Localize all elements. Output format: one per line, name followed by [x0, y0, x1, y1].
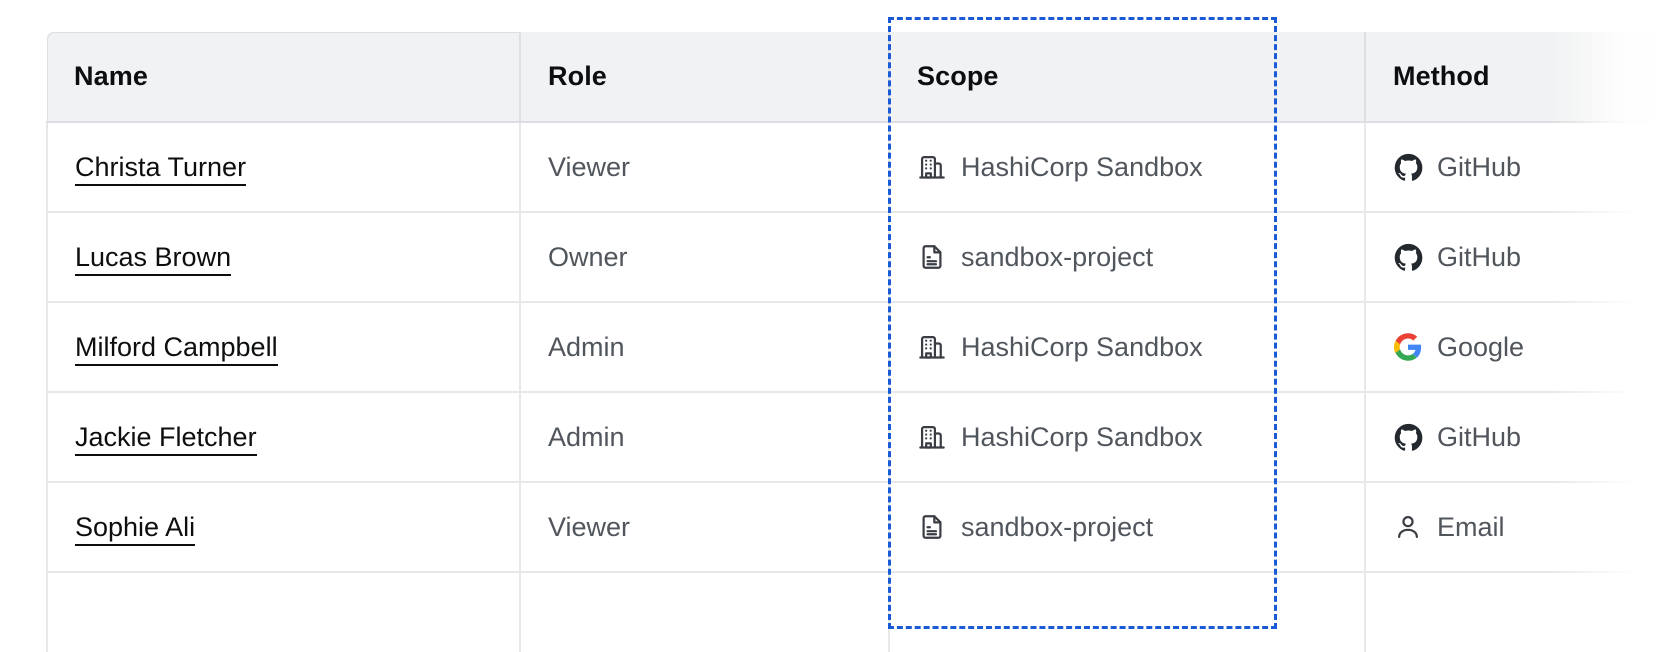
cell-method: Email: [1365, 482, 1672, 573]
member-name-link[interactable]: Lucas Brown: [75, 241, 232, 276]
column-header-role[interactable]: Role: [520, 32, 890, 123]
github-icon: [1393, 152, 1423, 182]
table-row[interactable]: Sophie Ali Viewer sandbox-project Email: [46, 482, 1672, 573]
cell-scope: HashiCorp Sandbox: [889, 122, 1366, 213]
table-row[interactable]: Lucas Brown Owner sandbox-project GitHub: [46, 212, 1672, 303]
person-icon: [1393, 512, 1423, 542]
building-icon: [917, 422, 947, 452]
cell-name: Sophie Ali: [46, 482, 521, 573]
cell-text: Google: [1437, 331, 1525, 362]
github-icon: [1393, 422, 1423, 452]
table-row[interactable]: Milford Campbell Admin HashiCorp Sandbox Go…: [46, 302, 1672, 393]
column-header-scope[interactable]: Scope: [889, 32, 1366, 123]
cell-scope: sandbox-project: [889, 212, 1366, 303]
cell-role: Owner: [520, 212, 890, 303]
table-row[interactable]: [46, 572, 1672, 652]
cell-text: HashiCorp Sandbox: [961, 151, 1203, 182]
cell-text: GitHub: [1437, 151, 1522, 182]
cell-role: Admin: [520, 302, 890, 393]
column-header-name[interactable]: Name: [47, 32, 521, 123]
cell-role: Admin: [520, 392, 890, 483]
table-header: Name Role Scope Method: [47, 32, 1672, 123]
cell-scope: HashiCorp Sandbox: [889, 302, 1366, 393]
building-icon: [917, 152, 947, 182]
cell-scope: HashiCorp Sandbox: [889, 392, 1366, 483]
cell-method: GitHub: [1365, 122, 1672, 213]
building-icon: [917, 332, 947, 362]
document-icon: [917, 242, 947, 272]
column-header-method[interactable]: Method: [1365, 32, 1672, 123]
cell-text: Email: [1437, 511, 1505, 542]
cell-scope: sandbox-project: [889, 482, 1366, 573]
cell-text: HashiCorp Sandbox: [961, 331, 1203, 362]
cell-name: Jackie Fletcher: [46, 392, 521, 483]
cell-method: GitHub: [1365, 212, 1672, 303]
table-row[interactable]: Jackie Fletcher Admin HashiCorp Sandbox Git…: [46, 392, 1672, 483]
cell-text: GitHub: [1437, 421, 1522, 452]
cell-scope: [889, 572, 1366, 652]
cell-method: [1365, 572, 1672, 652]
left-margin-mask: [0, 0, 46, 652]
top-margin-mask: [0, 0, 1672, 32]
github-icon: [1393, 242, 1423, 272]
cell-text: HashiCorp Sandbox: [961, 421, 1203, 452]
cell-name: Lucas Brown: [46, 212, 521, 303]
cell-name: Milford Campbell: [46, 302, 521, 393]
cell-name: [46, 572, 521, 652]
google-icon: [1393, 332, 1423, 362]
document-icon: [917, 512, 947, 542]
member-name-link[interactable]: Milford Campbell: [75, 331, 278, 366]
member-name-link[interactable]: Christa Turner: [75, 151, 247, 186]
cell-text: sandbox-project: [961, 241, 1154, 272]
member-name-link[interactable]: Jackie Fletcher: [75, 421, 257, 456]
cell-method: GitHub: [1365, 392, 1672, 483]
cell-name: Christa Turner: [46, 122, 521, 213]
cell-role: Viewer: [520, 482, 890, 573]
member-name-link[interactable]: Sophie Ali: [75, 511, 196, 546]
cell-role: Viewer: [520, 122, 890, 213]
cell-text: sandbox-project: [961, 511, 1154, 542]
table-header-row: Name Role Scope Method: [47, 32, 1672, 123]
cell-role: [520, 572, 890, 652]
cell-method: Google: [1365, 302, 1672, 393]
cell-text: GitHub: [1437, 241, 1522, 272]
table-row[interactable]: Christa Turner Viewer HashiCorp Sandbox Git…: [46, 122, 1672, 213]
